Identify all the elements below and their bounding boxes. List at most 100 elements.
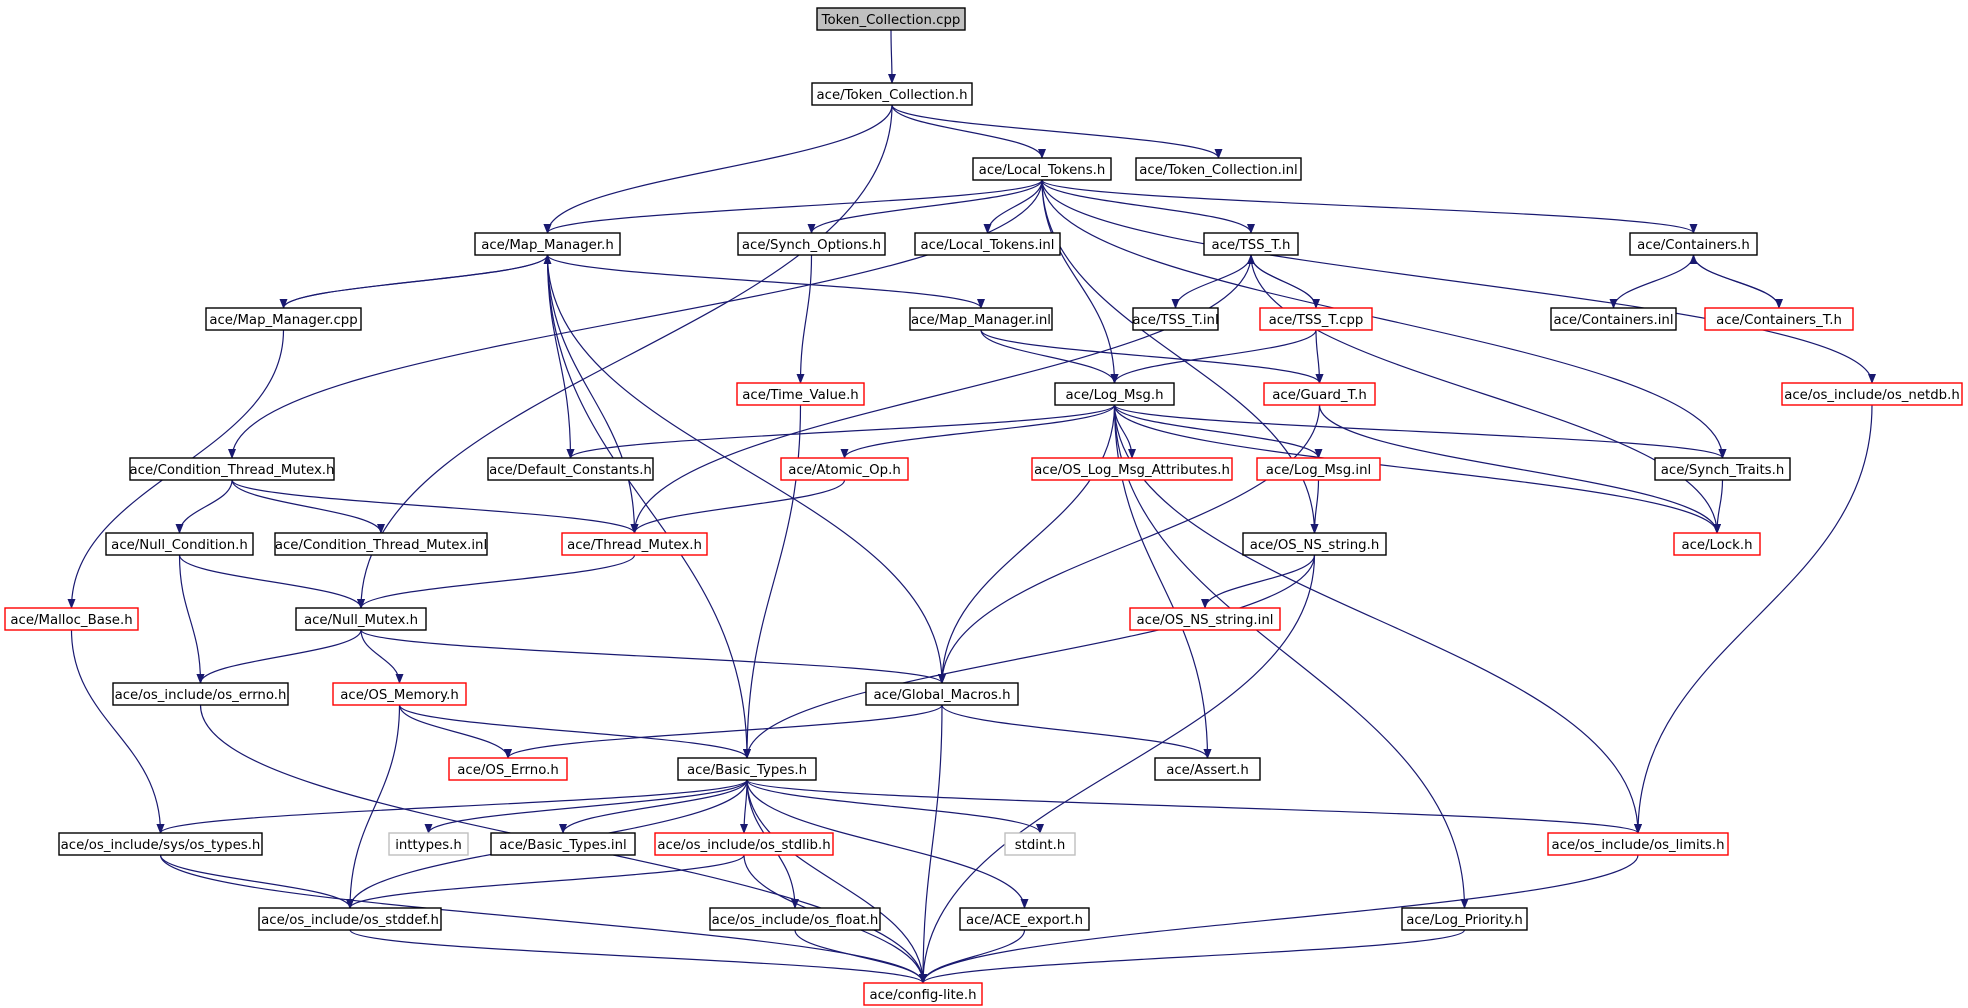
edge-local-tokens-h-to-local-tokens-inl — [983, 179, 1043, 234]
node-thread-mutex-h[interactable]: ace/Thread_Mutex.h — [561, 532, 708, 556]
node-box — [780, 457, 909, 481]
node-box — [959, 907, 1090, 931]
edge-basic-types-h-to-inttypes-h — [424, 779, 748, 834]
node-os-limits-h[interactable]: ace/os_include/os_limits.h — [1547, 832, 1729, 856]
edge-token-collection-h-to-null-mutex-h — [357, 104, 893, 609]
node-label: ace/Basic_Types.h — [687, 763, 807, 778]
node-os-types-h[interactable]: ace/os_include/sys/os_types.h — [58, 832, 263, 856]
node-null-mutex-h[interactable]: ace/Null_Mutex.h — [295, 607, 427, 631]
node-os-log-msg-attributes-h[interactable]: ace/OS_Log_Msg_Attributes.h — [1031, 457, 1233, 481]
edge-os-memory-h-to-basic-types-h — [398, 704, 751, 759]
node-box — [1054, 382, 1175, 406]
edge-condition-thread-mutex-h-to-null-condition-h — [175, 479, 233, 534]
node-ace-export-h[interactable]: ace/ACE_export.h — [959, 907, 1090, 931]
node-condition-thread-mutex-h[interactable]: ace/Condition_Thread_Mutex.h — [129, 457, 335, 481]
edge-containers-h-to-containers-inl — [1609, 254, 1695, 309]
node-condition-thread-mutex-inl[interactable]: ace/Condition_Thread_Mutex.inl — [274, 532, 488, 556]
node-box — [1259, 307, 1373, 331]
edge-os-limits-h-to-config-lite-h — [919, 854, 1639, 984]
node-os-stddef-h[interactable]: ace/os_include/os_stddef.h — [258, 907, 442, 931]
node-containers-t-h[interactable]: ace/Containers_T.h — [1704, 307, 1854, 331]
edge-condition-thread-mutex-h-to-thread-mutex-h — [231, 479, 639, 534]
node-box — [487, 457, 654, 481]
node-synch-traits-h[interactable]: ace/Synch_Traits.h — [1654, 457, 1791, 481]
node-os-ns-string-h[interactable]: ace/OS_NS_string.h — [1242, 532, 1387, 556]
edge-map-manager-cpp-to-map-manager-h — [282, 254, 552, 309]
edge-token-collection-cpp-to-token-collection-h — [887, 29, 896, 84]
node-box — [474, 232, 621, 256]
node-token-collection-cpp[interactable]: Token_Collection.cpp — [816, 7, 966, 31]
node-os-memory-h[interactable]: ace/OS_Memory.h — [332, 682, 467, 706]
node-atomic-op-h[interactable]: ace/Atomic_Op.h — [780, 457, 909, 481]
node-os-stdlib-h[interactable]: ace/os_include/os_stdlib.h — [654, 832, 834, 856]
node-box — [1550, 307, 1677, 331]
node-label: ace/Map_Manager.inl — [911, 313, 1051, 328]
edge-map-manager-h-to-global-macros-h — [546, 254, 946, 684]
node-box — [865, 682, 1019, 706]
edge-basic-types-h-to-ace-export-h — [746, 779, 1029, 909]
node-os-float-h[interactable]: ace/os_include/os_float.h — [709, 907, 881, 931]
edge-log-msg-h-to-log-msg-inl — [1113, 404, 1323, 459]
node-token-collection-h[interactable]: ace/Token_Collection.h — [811, 82, 973, 106]
node-label: ace/Lock.h — [1681, 538, 1752, 553]
node-box — [1654, 457, 1791, 481]
edge-local-tokens-h-to-map-manager-h — [543, 179, 1043, 234]
node-label: ace/os_include/os_stdlib.h — [657, 838, 830, 853]
node-containers-inl[interactable]: ace/Containers.inl — [1550, 307, 1677, 331]
node-containers-h[interactable]: ace/Containers.h — [1629, 232, 1758, 256]
node-tss-t-cpp[interactable]: ace/TSS_T.cpp — [1259, 307, 1373, 331]
node-log-priority-h[interactable]: ace/Log_Priority.h — [1401, 907, 1528, 931]
node-log-msg-inl[interactable]: ace/Log_Msg.inl — [1256, 457, 1381, 481]
node-map-manager-h[interactable]: ace/Map_Manager.h — [474, 232, 621, 256]
node-config-lite-h[interactable]: ace/config-lite.h — [863, 982, 983, 1006]
node-os-netdb-h[interactable]: ace/os_include/os_netdb.h — [1781, 382, 1963, 406]
node-global-macros-h[interactable]: ace/Global_Macros.h — [865, 682, 1019, 706]
node-box — [490, 832, 636, 856]
node-map-manager-inl[interactable]: ace/Map_Manager.inl — [909, 307, 1053, 331]
edge-synch-traits-h-to-lock-h — [1713, 479, 1724, 534]
node-default-constants-h[interactable]: ace/Default_Constants.h — [487, 457, 654, 481]
edge-null-mutex-h-to-os-memory-h — [360, 629, 404, 684]
node-label: ace/Token_Collection.inl — [1139, 163, 1297, 178]
node-tss-t-h[interactable]: ace/TSS_T.h — [1203, 232, 1299, 256]
node-label: ace/Local_Tokens.h — [979, 163, 1106, 178]
node-os-errno-h[interactable]: ace/os_include/os_errno.h — [112, 682, 289, 706]
node-synch-options-h[interactable]: ace/Synch_Options.h — [737, 232, 886, 256]
edge-tss-t-cpp-to-tss-t-h — [1247, 254, 1317, 309]
edge-os-types-h-to-config-lite-h — [159, 854, 927, 984]
edge-log-priority-h-to-config-lite-h — [919, 929, 1466, 984]
node-box — [112, 682, 289, 706]
node-guard-t-h[interactable]: ace/Guard_T.h — [1263, 382, 1376, 406]
node-label: ace/Condition_Thread_Mutex.h — [130, 463, 335, 478]
node-os-ns-string-inl[interactable]: ace/OS_NS_string.inl — [1129, 607, 1281, 631]
node-box — [654, 832, 834, 856]
node-null-condition-h[interactable]: ace/Null_Condition.h — [105, 532, 254, 556]
node-tss-t-inl[interactable]: ace/TSS_T.inl — [1132, 307, 1219, 331]
node-map-manager-cpp[interactable]: ace/Map_Manager.cpp — [205, 307, 362, 331]
edge-log-msg-inl-to-os-ns-string-h — [1310, 479, 1320, 534]
node-local-tokens-h[interactable]: ace/Local_Tokens.h — [972, 157, 1112, 181]
edge-log-msg-h-to-log-priority-h — [1113, 404, 1469, 909]
node-token-collection-inl[interactable]: ace/Token_Collection.inl — [1135, 157, 1302, 181]
node-label: ace/Condition_Thread_Mutex.inl — [275, 538, 487, 553]
node-os-errno-ace-h[interactable]: ace/OS_Errno.h — [448, 757, 568, 781]
node-label: ace/Log_Msg.h — [1065, 388, 1163, 403]
edge-global-macros-h-to-assert-h — [941, 704, 1212, 759]
edge-guard-t-h-to-lock-h — [1318, 404, 1721, 534]
node-box — [709, 907, 881, 931]
edge-tss-t-h-to-thread-mutex-h — [630, 254, 1252, 534]
node-log-msg-h[interactable]: ace/Log_Msg.h — [1054, 382, 1175, 406]
node-basic-types-inl[interactable]: ace/Basic_Types.inl — [490, 832, 636, 856]
node-label: ace/os_include/os_limits.h — [1551, 838, 1724, 853]
node-basic-types-h[interactable]: ace/Basic_Types.h — [677, 757, 817, 781]
edge-os-stddef-h-to-config-lite-h — [349, 929, 927, 984]
node-malloc-base-h[interactable]: ace/Malloc_Base.h — [4, 607, 139, 631]
edge-null-condition-h-to-os-errno-h — [178, 554, 205, 684]
node-time-value-h[interactable]: ace/Time_Value.h — [736, 382, 865, 406]
edge-os-ns-string-h-to-os-ns-string-inl — [1201, 554, 1316, 609]
node-local-tokens-inl[interactable]: ace/Local_Tokens.inl — [914, 232, 1061, 256]
node-box — [816, 7, 966, 31]
node-lock-h[interactable]: ace/Lock.h — [1673, 532, 1761, 556]
node-assert-h[interactable]: ace/Assert.h — [1154, 757, 1261, 781]
node-label: ace/Malloc_Base.h — [10, 613, 132, 628]
